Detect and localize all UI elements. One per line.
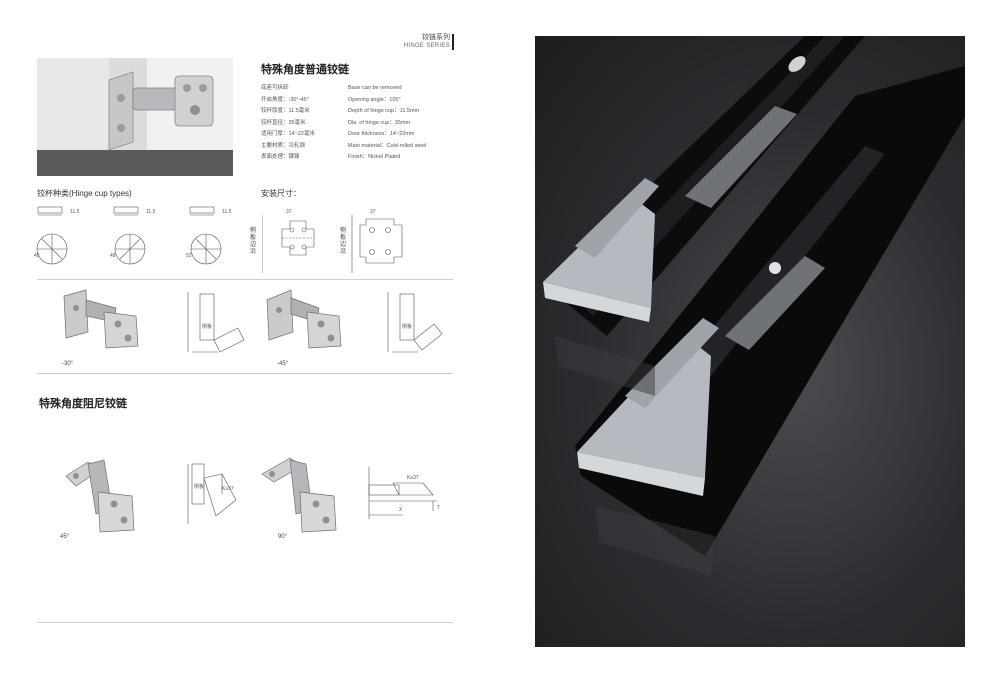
spec-en-3: Dia. of hinge cup：35mm <box>348 119 411 126</box>
product1-title: 特殊角度普通铰链 <box>261 64 349 76</box>
cup1-diameter-label: 45 <box>34 253 40 259</box>
cup-types-drawings: 11.5 11.5 11.5 45 48 52 <box>34 206 232 265</box>
hinge-minus30-image <box>63 289 139 349</box>
spec-en-6: Finish：Nickel Plated <box>348 154 401 160</box>
hinge-45-image <box>65 459 135 533</box>
product2-title: 特殊角度阻尼铰链 <box>39 398 127 410</box>
spec-en-4: Door thickness：14~22mm <box>348 131 415 137</box>
install-drawings: 37 37 <box>262 209 403 273</box>
product1-specs-cn: 底座可拆卸 开启角度：-30°-45° 铰杯厚度：11.5毫米 铰杯直径：35毫… <box>261 83 315 164</box>
series-divider <box>452 34 454 50</box>
spec-en-2: Depth of hinge cup：11.5mm <box>348 108 420 114</box>
cup1-depth-label: 11.5 <box>70 209 80 215</box>
hinge-minus30-door-label: 侧板 <box>202 323 212 330</box>
spec-cn-4: 适用门厚：14~22毫米 <box>261 131 315 137</box>
install1-side-text: 侧板边沿 <box>250 228 257 255</box>
angle-label-45: 45° <box>60 534 70 540</box>
hinge-45-k-label: K≤37 <box>222 486 234 492</box>
spec-cn-5: 主要材质：冷轧钢 <box>261 142 306 149</box>
spec-cn-3: 铰杯直径：35毫米 <box>261 119 306 126</box>
hinge-minus30-drawing: 侧板 <box>187 292 245 353</box>
hinge-minus45-image <box>266 289 342 349</box>
divider-2 <box>37 373 453 374</box>
hinge-minus45-drawing: 侧板 <box>387 292 443 353</box>
angle-label-90: 90° <box>278 534 288 540</box>
cup2-depth-label: 11.5 <box>146 209 156 215</box>
install2-dim: 37 <box>370 209 376 215</box>
install2-side-text: 侧板边沿 <box>340 228 347 255</box>
hinge-90-t-label: T <box>437 505 440 511</box>
spec-cn-1: 开启角度：-30°-45° <box>261 96 309 103</box>
hinge-minus45-door-label: 侧板 <box>402 323 412 330</box>
hinge-photo <box>37 58 233 176</box>
hinge-90-x-label: X <box>399 507 403 513</box>
cup3-depth-label: 11.5 <box>222 209 232 215</box>
angle-label-minus30: -30° <box>62 361 74 367</box>
spec-cn-6: 表面处理：镀镍 <box>261 154 300 160</box>
spec-en-0: Base can be removed <box>348 85 402 91</box>
spec-en-5: Main material：Cold-rolled steel <box>348 142 427 149</box>
cup2-diameter-label: 48 <box>110 253 116 259</box>
product1-specs-en: Base can be removed Opening angle：105° D… <box>348 83 426 164</box>
hinge-45-door-label: 侧板 <box>194 483 204 490</box>
divider-1 <box>37 279 453 280</box>
series-title-cn: 铰链系列 <box>422 34 450 41</box>
spec-cn-2: 铰杯厚度：11.5毫米 <box>261 108 310 114</box>
drawer-slide-photo <box>535 36 965 647</box>
spec-en-1: Opening angle：105° <box>348 96 401 103</box>
hinge-90-k-label: K≤37 <box>407 475 419 481</box>
install-label: 安装尺寸： <box>261 189 301 198</box>
divider-3 <box>37 622 453 623</box>
left-page: 铰链系列 HINGE SERIES 特殊角度普通铰链 底座可拆卸 开启角度：-3… <box>0 0 480 682</box>
spec-cn-0: 底座可拆卸 <box>261 85 289 91</box>
angle-label-minus45: -45° <box>277 361 289 367</box>
cup3-diameter-label: 52 <box>186 253 192 259</box>
install1-dim: 37 <box>286 209 292 215</box>
hinge-90-drawing: K≤37 X T <box>368 467 440 519</box>
hinge-45-drawing: 侧板 K≤37 <box>187 463 237 524</box>
series-title-en: HINGE SERIES <box>403 43 450 49</box>
cup-types-label: 铰杯种类(Hinge cup types) <box>37 189 132 198</box>
hinge-90-image <box>261 457 337 533</box>
